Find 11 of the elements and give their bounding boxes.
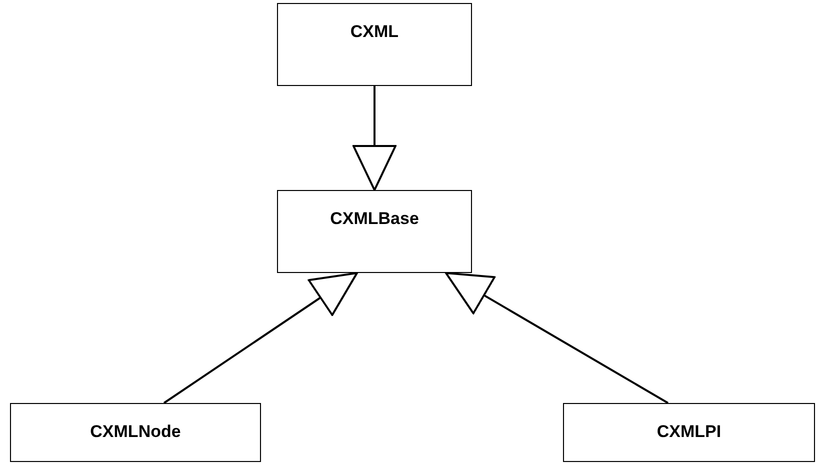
class-box <box>277 190 472 273</box>
class-name: CXMLPI <box>656 421 722 442</box>
class-box <box>563 403 815 462</box>
class-name: CXMLBase <box>330 208 419 230</box>
class-name: CXML <box>350 21 399 42</box>
class-name: CXMLNode <box>90 421 181 442</box>
class-box <box>277 3 472 86</box>
class-box <box>10 403 261 462</box>
inheritance-arrow <box>445 272 668 404</box>
inheritance-arrow <box>163 272 358 404</box>
inheritance-arrow <box>352 86 396 191</box>
